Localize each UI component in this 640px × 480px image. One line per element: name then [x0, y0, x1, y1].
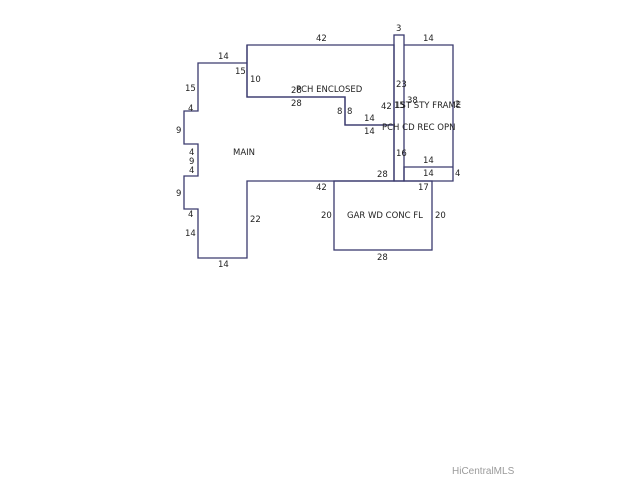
dim-label: 9	[176, 189, 181, 199]
dim-label: 14	[364, 127, 375, 137]
dim-label: 10	[250, 75, 261, 85]
dim-label: 14	[185, 229, 196, 239]
dim-label: 4	[455, 169, 460, 179]
dim-label: 14	[218, 260, 229, 270]
garage-outline	[333, 180, 433, 251]
dim-label: 14	[423, 34, 434, 44]
dim-label: 42	[316, 34, 327, 44]
dim-label: 14	[364, 114, 375, 124]
room-label-main: MAIN	[233, 148, 255, 158]
dim-label: 16	[396, 149, 407, 159]
dim-label: 8	[347, 107, 352, 117]
dim-label: 20	[321, 211, 332, 221]
dim-label: 15	[185, 84, 196, 94]
dim-label: 4	[189, 148, 194, 158]
dim-label: 4	[189, 166, 194, 176]
dim-label: 14	[218, 52, 229, 62]
room-label-porch-cd-rec-opn: PCH CD REC OPN	[382, 123, 455, 133]
dim-label: 2	[455, 100, 460, 110]
dim-label: 28	[291, 99, 302, 109]
dim-label: 23	[396, 80, 407, 90]
dim-label: 28	[377, 170, 388, 180]
dim-label: 17	[418, 183, 429, 193]
dim-label: 28	[291, 86, 302, 96]
room-label-porch-enclosed: PCH ENCLOSED	[296, 85, 363, 95]
dim-label: 15	[394, 101, 405, 111]
room-label-garage: GAR WD CONC FL	[347, 211, 423, 221]
room-label-first-story-frame: 1ST STY FRAME	[395, 101, 461, 111]
dim-label: 42	[381, 102, 392, 112]
dim-label: 4	[188, 104, 193, 114]
dim-label: 38	[407, 96, 418, 106]
dim-label: 14	[423, 156, 434, 166]
dim-label: 20	[435, 211, 446, 221]
main-area-outline	[183, 45, 395, 259]
dim-label: 3	[396, 24, 401, 34]
dim-label: 9	[176, 126, 181, 136]
dim-label: 42	[316, 183, 327, 193]
dim-label: 28	[377, 253, 388, 263]
dim-label: 8	[337, 107, 342, 117]
dim-label: 15	[235, 67, 246, 77]
dim-label: 9	[189, 157, 194, 167]
dim-label: 14	[423, 169, 434, 179]
dim-label: 4	[188, 210, 193, 220]
dim-label: 22	[250, 215, 261, 225]
mls-watermark: HiCentralMLS	[452, 466, 515, 477]
